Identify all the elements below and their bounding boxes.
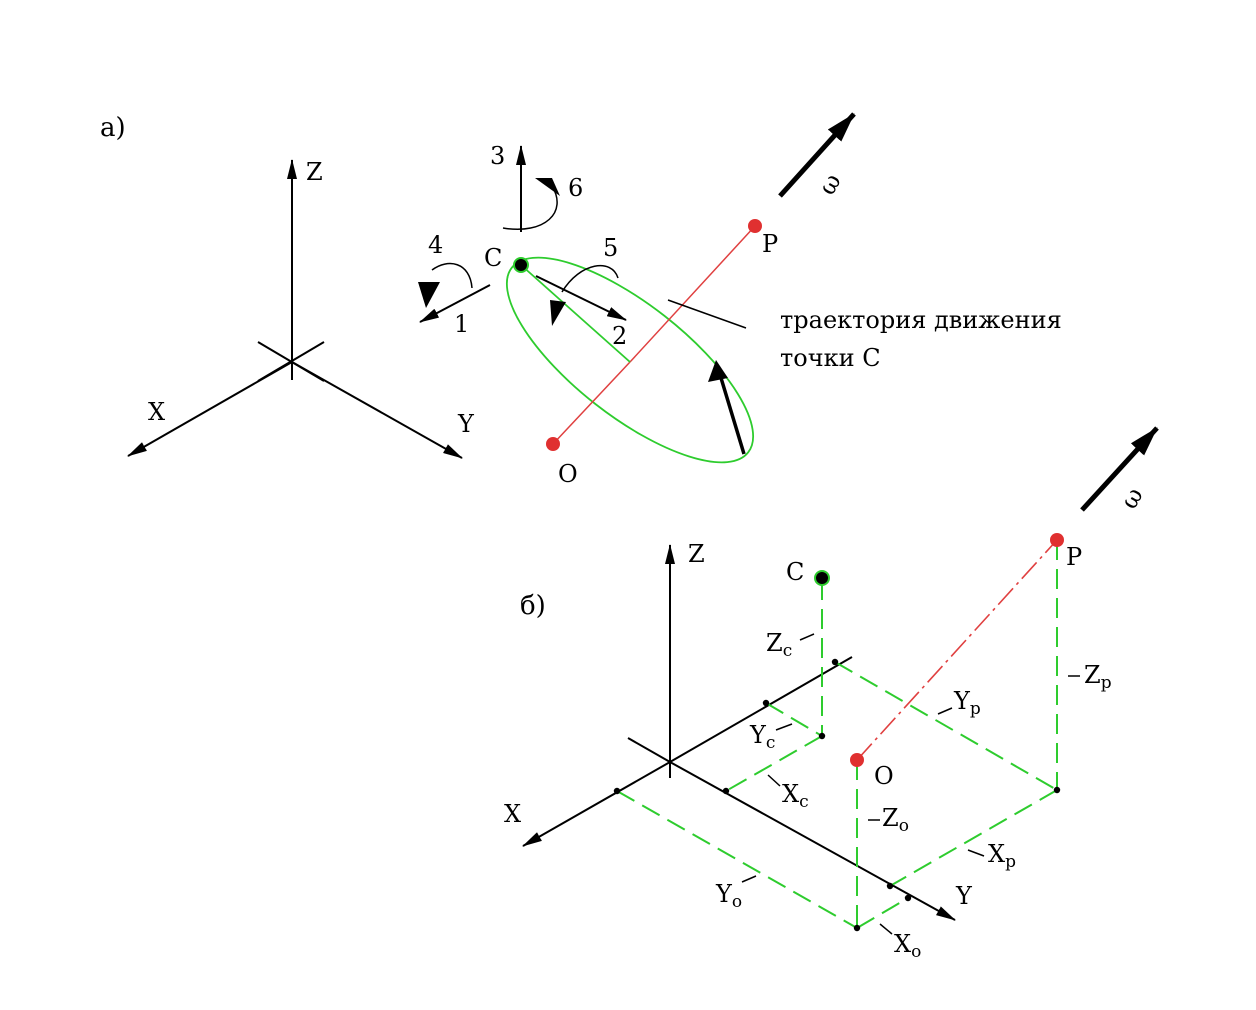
- svg-text:Zc: Zc: [766, 629, 792, 661]
- proj-c-y: [765, 702, 823, 737]
- dof-4-label: 4: [428, 231, 443, 259]
- panel-b-label: б): [520, 591, 546, 621]
- axis-y-label-a: Y: [457, 410, 475, 438]
- dim-xp: Xp: [967, 840, 1016, 872]
- caption-line-1: траектория движения: [780, 306, 1062, 334]
- dim-zp: Zp: [1068, 661, 1112, 693]
- trajectory-ellipse: [505, 256, 755, 464]
- dim-zo: Zo: [868, 804, 909, 836]
- dof-3-label: 3: [490, 142, 505, 170]
- axis-y-b: [669, 761, 956, 921]
- point-c-a: [513, 257, 529, 273]
- caption-line-2: точки C: [780, 344, 881, 372]
- rotation-axis-upper: [629, 225, 756, 363]
- panel-a-axes: Z X Y: [127, 158, 475, 459]
- omega-arrow-a: [778, 112, 856, 198]
- dof-6-label: 6: [568, 174, 583, 202]
- tick-point: [818, 732, 826, 740]
- tick-point: [613, 787, 621, 795]
- point-c-label-a: C: [484, 244, 502, 272]
- dof-1-arrow: [419, 284, 491, 323]
- omega-label-a: ω: [813, 169, 847, 200]
- tick-point: [904, 894, 912, 902]
- svg-text:Zp: Zp: [1084, 661, 1112, 693]
- rotation-axis-lower: [552, 361, 631, 445]
- proj-c-x: [725, 735, 823, 792]
- dim-yc: Yc: [749, 721, 793, 753]
- panel-a-label: а): [100, 113, 126, 143]
- svg-text:Yo: Yo: [715, 880, 742, 912]
- axis-x-back-a: [257, 341, 325, 382]
- tick-points: [613, 658, 1061, 932]
- dof-6-head: [535, 178, 560, 196]
- tick-point: [762, 699, 770, 707]
- point-o-a: [546, 437, 560, 451]
- axis-z-label-b: Z: [688, 540, 705, 568]
- dof-4-curve: [431, 262, 473, 289]
- axis-x-label-a: X: [148, 398, 165, 426]
- point-p-b: [1050, 533, 1064, 547]
- point-c-b: [814, 570, 830, 586]
- rotation-axis-b: [856, 539, 1058, 761]
- tick-point: [886, 882, 894, 890]
- tick-point: [831, 658, 839, 666]
- point-p-a: [748, 219, 762, 233]
- axis-y-back-b: [627, 737, 671, 763]
- panel-b: б) Z X Y: [504, 426, 1159, 962]
- point-p-label-b: P: [1066, 543, 1082, 571]
- dof-2-arrow: [535, 275, 627, 321]
- dim-yo: Yo: [715, 875, 757, 912]
- svg-text:Zo: Zo: [882, 804, 909, 836]
- tick-point: [1053, 786, 1061, 794]
- trajectory-direction-arrow: [716, 367, 746, 455]
- axis-z-label-a: Z: [306, 158, 323, 186]
- svg-text:Yp: Yp: [953, 687, 981, 719]
- axis-x-label-b: X: [504, 800, 521, 828]
- dim-xc: Xc: [767, 774, 809, 812]
- axis-x-b: [522, 761, 671, 847]
- trajectory-arrowhead: [708, 360, 728, 382]
- point-o-label-a: O: [558, 460, 578, 488]
- point-o-label-b: O: [874, 762, 894, 790]
- dim-zc: Zc: [766, 629, 815, 661]
- svg-text:Xp: Xp: [988, 840, 1016, 872]
- dof-5-curve: [561, 264, 619, 293]
- svg-text:Yc: Yc: [749, 721, 775, 753]
- proj-o-x: [856, 897, 909, 929]
- proj-p-y: [834, 661, 1058, 791]
- dof-1-label: 1: [454, 310, 469, 338]
- axis-y-label-b: Y: [955, 882, 973, 910]
- dof-6-curve: [502, 185, 558, 230]
- point-p-label-a: P: [762, 230, 778, 258]
- dof-4-head: [418, 282, 440, 308]
- dof-5-label: 5: [603, 234, 618, 262]
- tick-point: [722, 787, 730, 795]
- dim-yp: Yp: [937, 687, 981, 719]
- dim-xo: Xo: [879, 923, 921, 962]
- dof-2-label: 2: [612, 322, 627, 350]
- tick-point: [853, 924, 861, 932]
- svg-text:Xc: Xc: [782, 780, 809, 812]
- svg-text:Xo: Xo: [894, 930, 921, 962]
- proj-p-x: [889, 789, 1058, 887]
- panel-b-axes: Z X Y: [504, 540, 973, 921]
- panel-a: а) Z X Y O P C 3 6: [100, 112, 1062, 488]
- omega-arrow-b: [1080, 426, 1159, 512]
- radius-line: [520, 264, 631, 363]
- proj-o-y: [616, 790, 858, 929]
- point-o-b: [850, 753, 864, 767]
- caption-leader: [667, 299, 747, 329]
- omega-label-b: ω: [1115, 483, 1149, 514]
- dof-5-head: [550, 300, 566, 326]
- point-c-label-b: C: [786, 558, 804, 586]
